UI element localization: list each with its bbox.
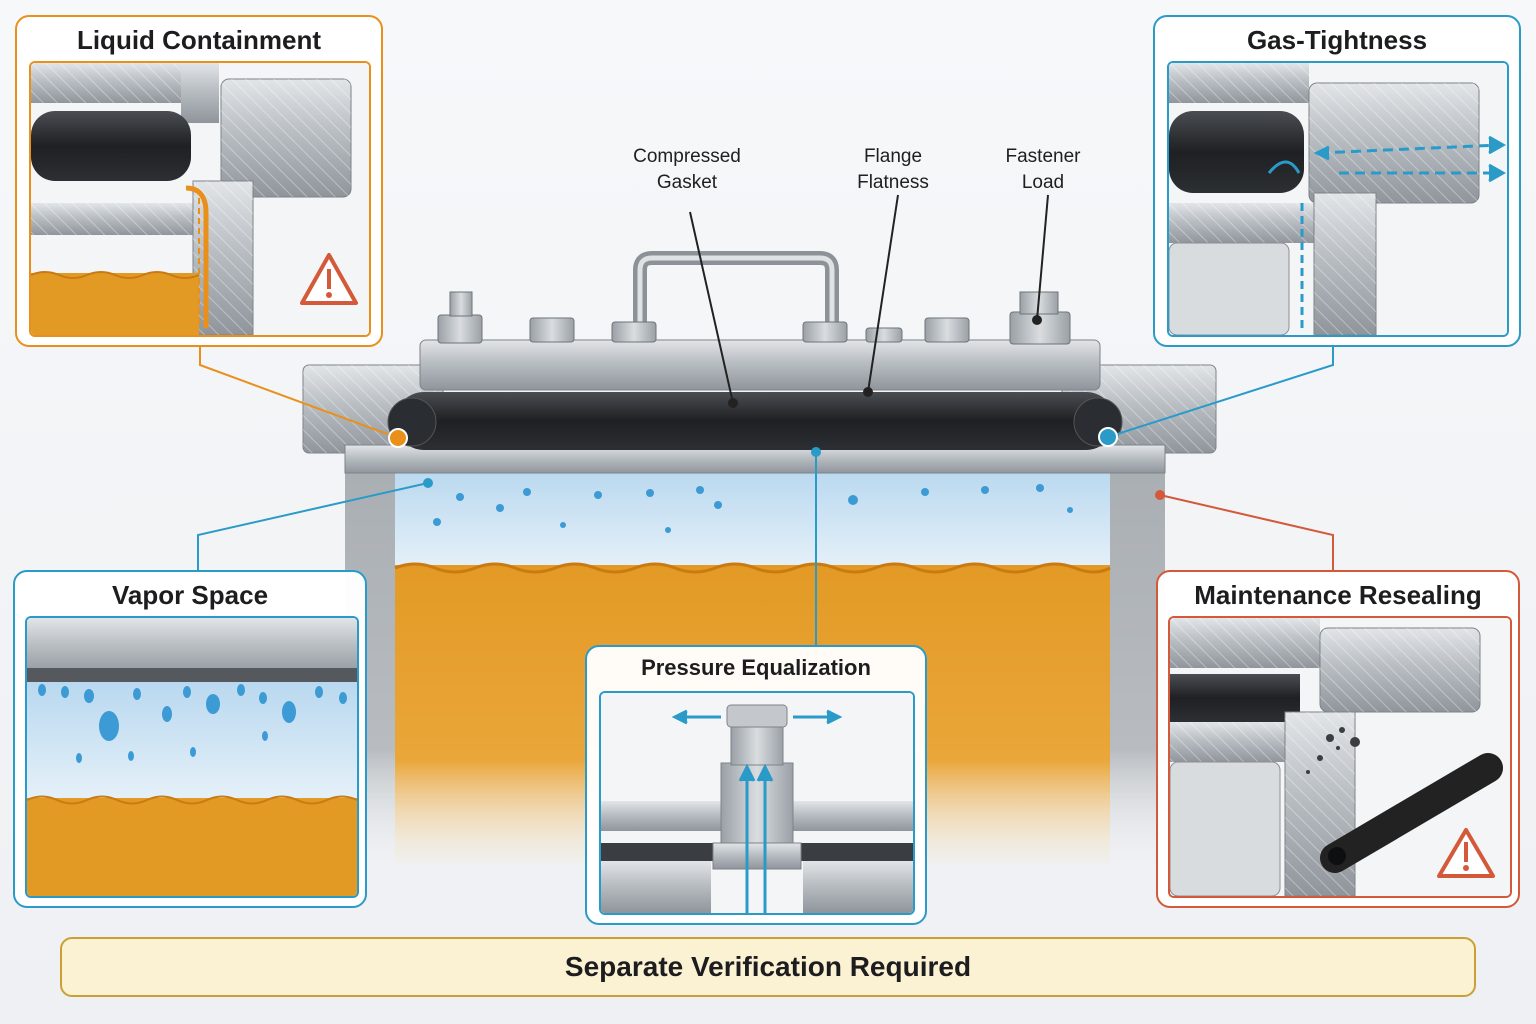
panel-illustration <box>29 61 371 337</box>
vessel-wall-right <box>1110 455 1165 875</box>
callout-line: Load <box>1021 172 1065 193</box>
panel-liquid-containment: Liquid Containment <box>15 15 383 347</box>
warning-icon <box>1437 828 1495 878</box>
panel-gas-tightness: Gas-Tightness <box>1153 15 1521 347</box>
leader-lines <box>197 194 1334 645</box>
panel-pressure-equalization: Pressure Equalization <box>585 645 927 925</box>
vent-arrow-icon <box>671 709 843 913</box>
panel-title: Gas-Tightness <box>1246 25 1428 55</box>
marker-vapor-space <box>423 478 433 488</box>
callout-line: Fastener <box>1005 146 1081 167</box>
panel-illustration <box>25 616 359 898</box>
condensate-droplets <box>433 484 1073 533</box>
panel-title: Vapor Space <box>111 580 269 610</box>
marker-pressure-equalization <box>811 447 821 457</box>
verification-banner: Separate Verification Required <box>60 937 1476 997</box>
banner-text: Separate Verification Required <box>564 951 972 982</box>
panel-title: Liquid Containment <box>76 25 322 55</box>
marker-maintenance <box>1155 490 1165 500</box>
marker-fastener <box>1032 315 1042 325</box>
callout-line: Flatness <box>857 172 929 193</box>
panel-illustration <box>599 691 915 915</box>
panel-illustration <box>1168 616 1512 898</box>
callout-flange-flatness: Flange Flatness <box>833 144 953 196</box>
vapor-space <box>395 470 1110 570</box>
callout-fastener-load: Fastener Load <box>988 144 1098 196</box>
panel-vapor-space: Vapor Space <box>13 570 367 908</box>
marker-liquid-containment <box>388 428 408 448</box>
lid-plate <box>419 339 1101 391</box>
liquid-surface <box>394 562 1111 574</box>
marker-flange <box>863 387 873 397</box>
panel-title: Maintenance Resealing <box>1194 580 1482 610</box>
leak-arrow-icon <box>1267 135 1507 333</box>
panel-illustration <box>1167 61 1509 337</box>
callout-line: Compressed <box>633 146 741 167</box>
callout-line: Flange <box>863 146 923 167</box>
fastener-bolts <box>437 291 1071 345</box>
gasket <box>395 392 1115 450</box>
callout-line: Gasket <box>656 172 718 193</box>
warning-icon <box>300 253 358 305</box>
callout-compressed-gasket: Compressed Gasket <box>617 144 757 196</box>
panel-title: Pressure Equalization <box>641 655 871 680</box>
panel-maintenance-resealing: Maintenance Resealing <box>1156 570 1520 908</box>
replacement-gasket <box>1320 753 1503 873</box>
marker-gasket <box>728 398 738 408</box>
marker-gas-tightness <box>1098 427 1118 447</box>
